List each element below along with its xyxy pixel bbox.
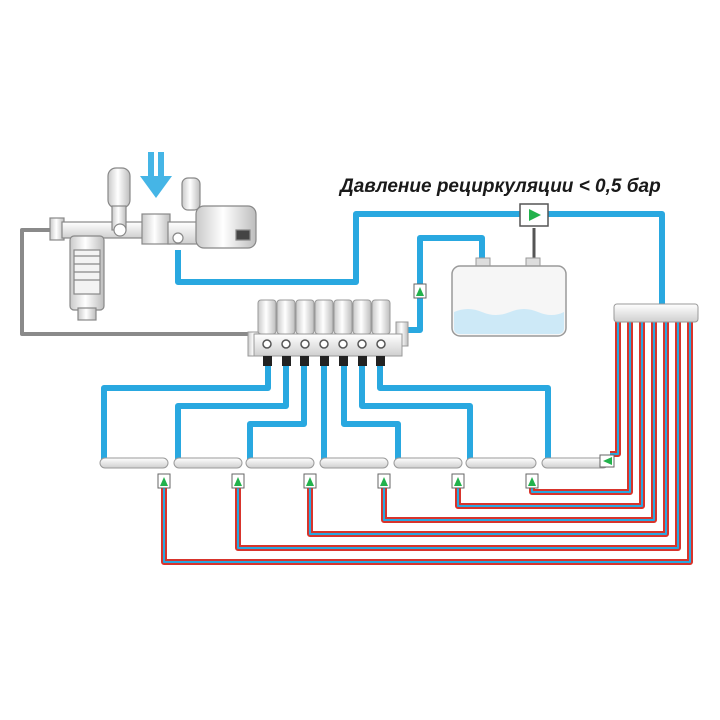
return-pipes-core <box>163 322 691 563</box>
valve-manifold <box>247 299 409 366</box>
pipe-manifold-to-tank <box>404 235 485 333</box>
recirculation-valve <box>519 203 549 227</box>
down-arrow-icon <box>140 152 172 198</box>
zone-supply-pipes <box>101 366 551 460</box>
pipe-recirc-to-distributor <box>548 211 665 306</box>
tank-water <box>454 309 564 334</box>
return-check-valves <box>157 454 615 489</box>
return-distributor <box>613 303 699 323</box>
manifold-actuators <box>257 299 391 335</box>
pipe-unit-to-recirc <box>175 211 520 285</box>
water-treatment-unit <box>49 167 257 321</box>
manifold-nozzles <box>263 356 385 366</box>
supply-pipe-gray <box>20 228 250 336</box>
expansion-tank <box>451 257 567 337</box>
zone-headers <box>99 457 609 469</box>
manifold-dials <box>262 339 386 349</box>
tank-check-valve <box>413 283 427 299</box>
return-pipes-red <box>161 322 693 565</box>
recirculation-pressure-caption: Давление рециркуляции < 0,5 бар <box>338 176 661 197</box>
